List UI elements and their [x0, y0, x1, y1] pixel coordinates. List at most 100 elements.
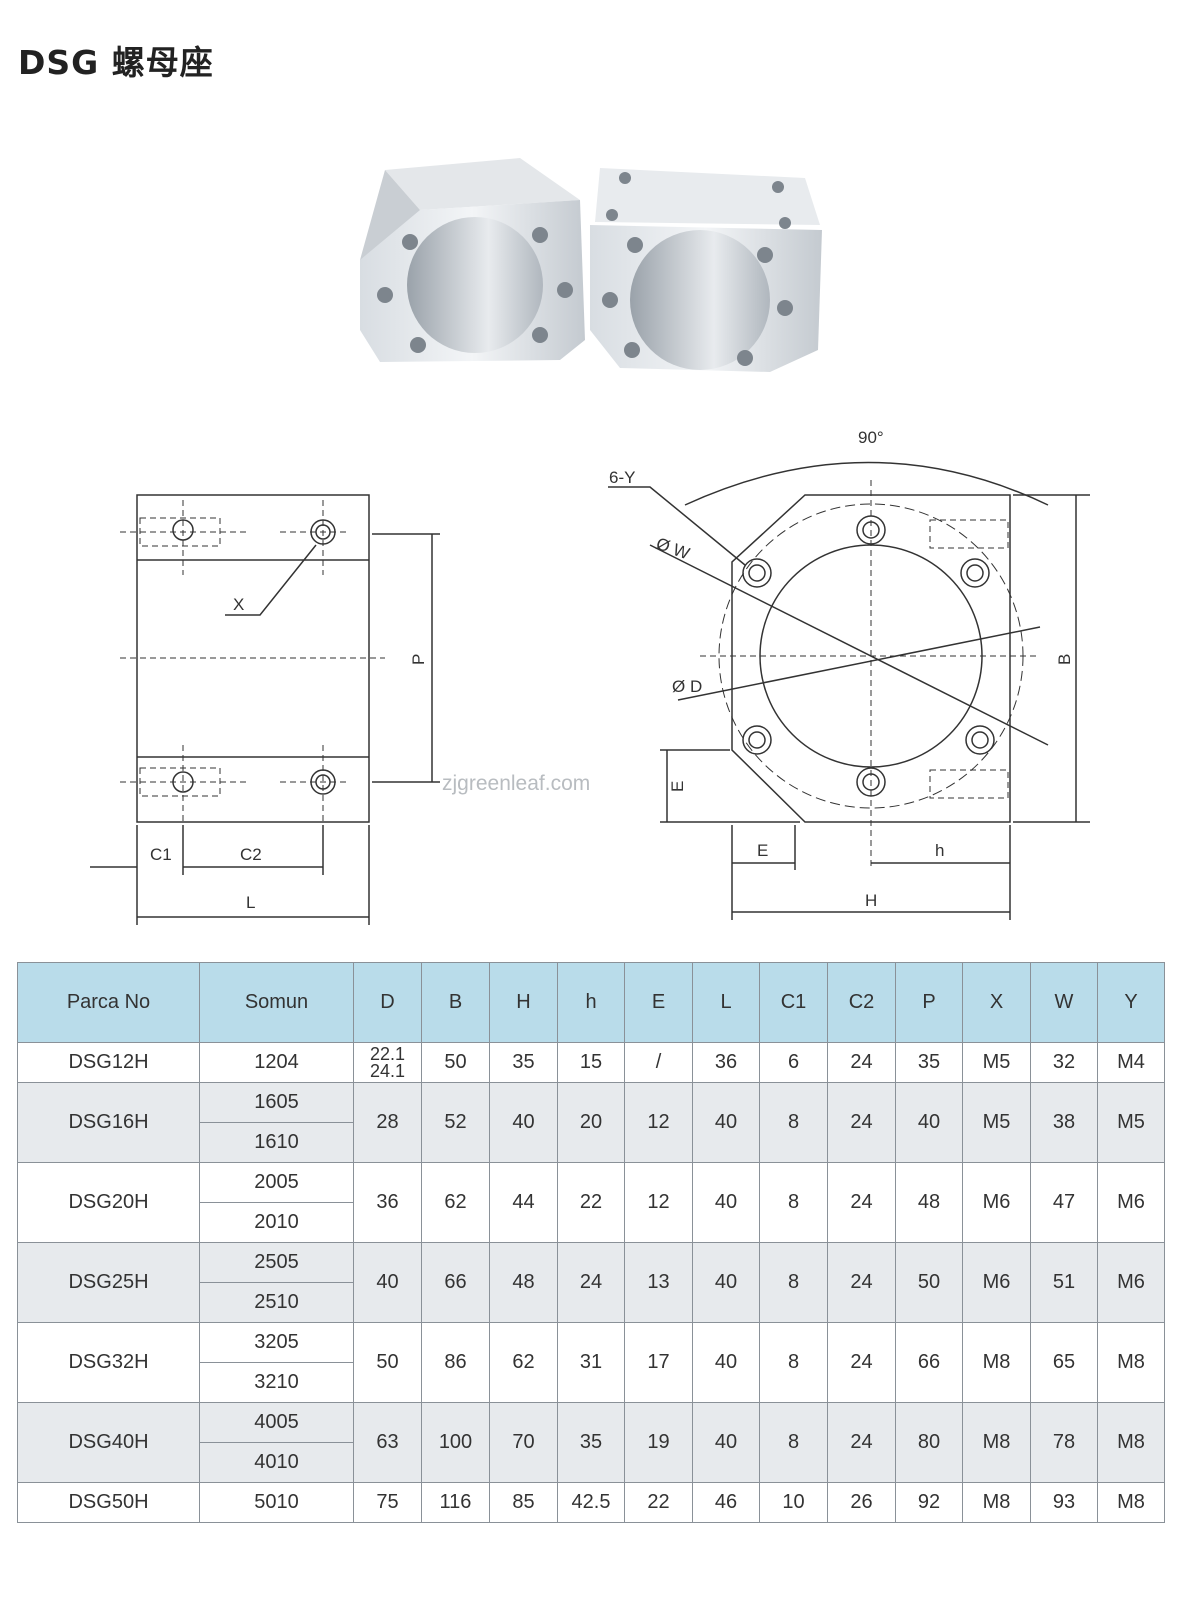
value-cell: 50	[421, 1042, 490, 1083]
value-cell: 40	[692, 1402, 760, 1483]
label-c1: C1	[150, 845, 172, 864]
label-c2: C2	[240, 845, 262, 864]
d-value: 24.1	[369, 1060, 406, 1081]
value-cell: 50	[895, 1242, 963, 1323]
column-header: C1	[759, 962, 828, 1043]
value-cell: 24	[827, 1162, 896, 1243]
value-cell: 12	[624, 1082, 693, 1163]
value-cell: 24	[557, 1242, 625, 1323]
d-cell: 63	[353, 1402, 422, 1483]
value-cell: 8	[759, 1402, 828, 1483]
part-number-cell: DSG12H	[17, 1042, 200, 1083]
d-cell: 40	[353, 1242, 422, 1323]
value-cell: 86	[421, 1322, 490, 1403]
value-cell: 24	[827, 1042, 896, 1083]
label-d: Ø D	[672, 677, 702, 696]
part-number-cell: DSG50H	[17, 1482, 200, 1523]
page-title: DSG 螺母座	[18, 43, 214, 82]
value-cell: 26	[827, 1482, 896, 1523]
nut-cell: 3210	[199, 1362, 354, 1403]
value-cell: 36	[692, 1042, 760, 1083]
label-x: X	[233, 595, 244, 614]
table-subrow: 2010	[18, 1202, 1165, 1243]
value-cell: 80	[895, 1402, 963, 1483]
value-cell: 62	[489, 1322, 558, 1403]
label-e-side: E	[668, 781, 687, 792]
value-cell: 22	[624, 1482, 693, 1523]
value-cell: 116	[421, 1482, 490, 1523]
label-b: B	[1055, 654, 1074, 665]
value-cell: 19	[624, 1402, 693, 1483]
value-cell: 6	[759, 1042, 828, 1083]
column-header: W	[1030, 962, 1098, 1043]
value-cell: 8	[759, 1082, 828, 1163]
column-header: h	[557, 962, 625, 1043]
value-cell: M8	[962, 1322, 1031, 1403]
side-view-drawing	[90, 494, 440, 925]
nut-cell: 2010	[199, 1202, 354, 1243]
value-cell: 40	[692, 1082, 760, 1163]
value-cell: 22	[557, 1162, 625, 1243]
column-header: L	[692, 962, 760, 1043]
value-cell: /	[624, 1042, 693, 1083]
value-cell: 32	[1030, 1042, 1098, 1083]
part-number-cell: DSG25H	[17, 1242, 200, 1323]
part-number-cell: DSG40H	[17, 1402, 200, 1483]
value-cell: 93	[1030, 1482, 1098, 1523]
value-cell: 8	[759, 1322, 828, 1403]
value-cell: M5	[962, 1082, 1031, 1163]
value-cell: 85	[489, 1482, 558, 1523]
value-cell: 12	[624, 1162, 693, 1243]
d-cell: 36	[353, 1162, 422, 1243]
value-cell: 40	[895, 1082, 963, 1163]
value-cell: M8	[1097, 1322, 1165, 1403]
value-cell: 100	[421, 1402, 490, 1483]
value-cell: M8	[1097, 1402, 1165, 1483]
value-cell: 20	[557, 1082, 625, 1163]
nut-cell: 2505	[199, 1242, 354, 1283]
value-cell: 47	[1030, 1162, 1098, 1243]
watermark: zjgreenleaf.com	[442, 772, 590, 795]
value-cell: M6	[962, 1162, 1031, 1243]
value-cell: 48	[489, 1242, 558, 1323]
nut-cell: 2510	[199, 1282, 354, 1323]
label-p: P	[409, 654, 428, 665]
product-photo	[360, 158, 822, 372]
value-cell: 24	[827, 1082, 896, 1163]
value-cell: 31	[557, 1322, 625, 1403]
value-cell: 40	[692, 1162, 760, 1243]
label-h: H	[865, 891, 877, 910]
value-cell: M6	[962, 1242, 1031, 1323]
value-cell: 92	[895, 1482, 963, 1523]
value-cell: 15	[557, 1042, 625, 1083]
value-cell: 70	[489, 1402, 558, 1483]
value-cell: 46	[692, 1482, 760, 1523]
nut-cell: 4005	[199, 1402, 354, 1443]
value-cell: 40	[692, 1242, 760, 1323]
part-number-cell: DSG20H	[17, 1162, 200, 1243]
value-cell: 35	[489, 1042, 558, 1083]
front-view-drawing	[608, 461, 1090, 920]
label-e: E	[757, 841, 768, 860]
label-holes: 6-Y	[609, 468, 635, 487]
d-cell: 28	[353, 1082, 422, 1163]
value-cell: 8	[759, 1242, 828, 1323]
value-cell: 13	[624, 1242, 693, 1323]
table-subrow: 1610	[18, 1122, 1165, 1163]
nut-cell: 5010	[199, 1482, 354, 1523]
table-subrow: 4010	[18, 1442, 1165, 1483]
column-header: Parca No	[17, 962, 200, 1043]
column-header: E	[624, 962, 693, 1043]
value-cell: 35	[557, 1402, 625, 1483]
part-number-cell: DSG16H	[17, 1082, 200, 1163]
value-cell: M8	[962, 1482, 1031, 1523]
value-cell: 17	[624, 1322, 693, 1403]
